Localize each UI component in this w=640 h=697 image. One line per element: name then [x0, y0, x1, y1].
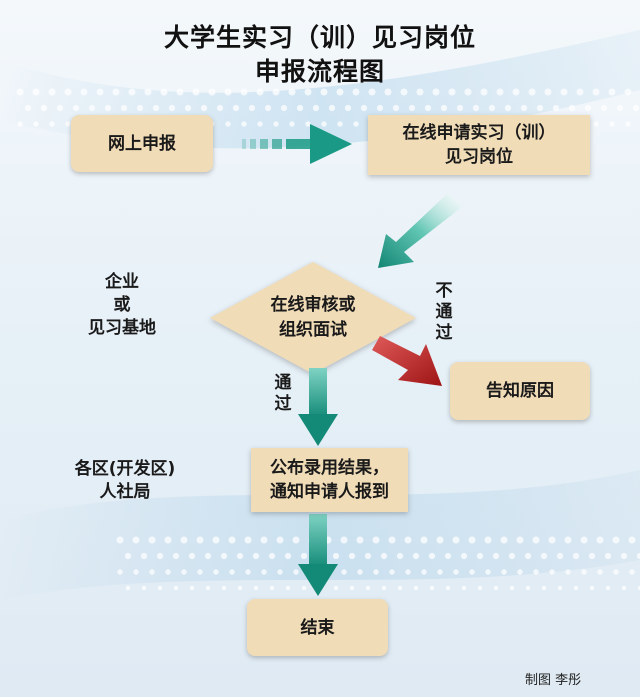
node-review-line2: 组织面试 — [279, 320, 347, 340]
diagram-title-line2: 申报流程图 — [254, 57, 385, 86]
side-label-district-line1: 各区(开发区) — [74, 459, 176, 479]
node-online-application: 在线申请实习（训） 见习岗位 — [368, 115, 590, 175]
node-online-apply: 网上申报 — [71, 115, 213, 172]
edge-label-fail: 不通过 — [435, 281, 453, 343]
node-review-line1: 在线审核或 — [270, 295, 356, 315]
node-notify-reason-label: 告知原因 — [486, 381, 554, 401]
diagram-title-line1: 大学生实习（训）见习岗位 — [163, 23, 476, 52]
side-label-enterprise: 企业 或 见习基地 — [70, 271, 174, 340]
arrow-apply-to-application — [242, 124, 352, 164]
arrow-review-to-notify — [372, 336, 442, 386]
node-end: 结束 — [247, 599, 388, 656]
side-label-district-line2: 人社局 — [99, 482, 151, 502]
node-review: 在线审核或 组织面试 — [253, 293, 373, 343]
node-online-apply-label: 网上申报 — [108, 133, 176, 154]
arrow-review-to-publish — [298, 368, 338, 446]
node-publish-line1: 公布录用结果， — [270, 458, 389, 478]
credit-text: 制图 李彤 — [525, 673, 582, 688]
arrow-publish-to-end — [298, 514, 338, 596]
side-label-enterprise-line2: 或 — [113, 295, 131, 315]
side-label-enterprise-line3: 见习基地 — [88, 318, 156, 338]
arrow-application-to-review — [378, 193, 462, 268]
side-label-district: 各区(开发区) 人社局 — [60, 458, 190, 504]
review-diamond — [210, 262, 416, 374]
node-online-application-line1: 在线申请实习（训） — [402, 123, 556, 143]
node-publish-results: 公布录用结果， 通知申请人报到 — [251, 448, 408, 512]
edge-label-pass: 通过 — [274, 373, 292, 414]
node-online-application-line2: 见习岗位 — [445, 147, 513, 167]
node-notify-reason: 告知原因 — [450, 362, 590, 420]
node-end-label: 结束 — [300, 617, 335, 638]
node-publish-line2: 通知申请人报到 — [270, 482, 389, 502]
side-label-enterprise-line1: 企业 — [105, 272, 139, 292]
